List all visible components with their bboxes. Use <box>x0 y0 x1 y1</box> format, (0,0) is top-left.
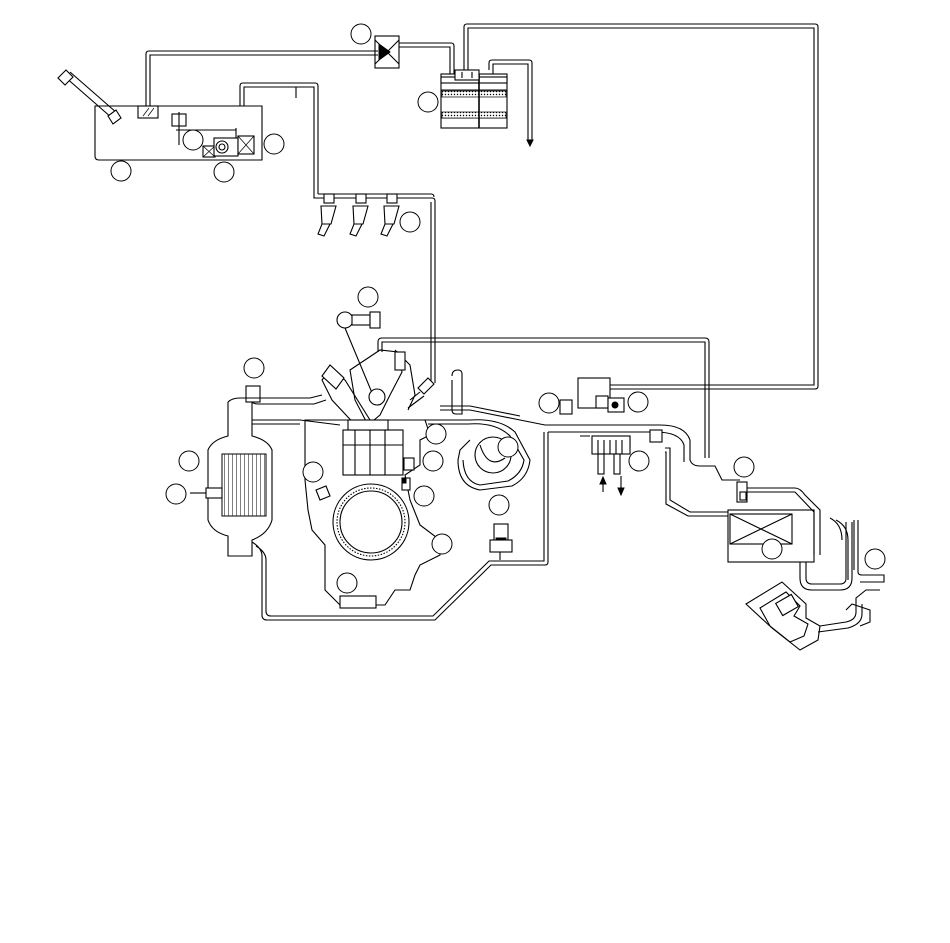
callout-05 <box>263 133 285 155</box>
callout-09 <box>243 357 265 379</box>
exhaust-line <box>665 447 730 517</box>
exhaust-pipes <box>745 517 885 651</box>
injector-2 <box>349 193 369 237</box>
callout-circle <box>733 456 755 478</box>
callout-circle <box>761 538 783 560</box>
air-cleaner <box>190 385 341 557</box>
callout-circle <box>417 91 439 113</box>
callout-circle <box>488 494 510 516</box>
callout-14 <box>422 450 444 472</box>
callout-circle <box>431 533 453 555</box>
callout-13 <box>425 423 447 445</box>
callout-circle <box>263 133 285 155</box>
callout-08 <box>357 286 379 308</box>
callout-circle <box>213 161 235 183</box>
fuel-tank <box>57 69 263 161</box>
idle-air-control-valve <box>489 523 513 560</box>
throttle-position-sensor <box>336 311 381 401</box>
callout-02 <box>417 91 439 113</box>
callout-circle <box>165 483 187 505</box>
callout-circle <box>497 436 519 458</box>
engine-block <box>304 419 441 609</box>
callout-03 <box>110 160 132 182</box>
callout-11 <box>165 483 187 505</box>
callout-21 <box>627 391 649 413</box>
charcoal-canister <box>440 59 534 148</box>
rollover-valve <box>137 105 159 119</box>
fuel-pump-assembly <box>171 112 255 158</box>
callout-15 <box>413 485 435 507</box>
callout-01 <box>350 23 372 45</box>
injector-3 <box>380 193 400 237</box>
callout-circle <box>422 450 444 472</box>
callout-circle <box>425 423 447 445</box>
callout-12 <box>302 461 324 483</box>
callout-circle <box>178 450 200 472</box>
callout-circle <box>627 391 649 413</box>
callout-07 <box>399 211 421 233</box>
callout-24 <box>761 538 783 560</box>
callout-16 <box>431 533 453 555</box>
callout-circle <box>110 160 132 182</box>
callout-04 <box>213 161 235 183</box>
egr-manifold <box>545 424 740 497</box>
callout-06 <box>182 129 204 151</box>
callout-circle <box>302 461 324 483</box>
callout-19 <box>497 436 519 458</box>
intake-manifold <box>321 349 435 431</box>
fuel-lines <box>145 23 819 390</box>
intake-resonator <box>424 369 546 491</box>
callout-17 <box>336 572 358 594</box>
callout-layer <box>110 23 886 594</box>
callout-circle <box>357 286 379 308</box>
callout-circle <box>350 23 372 45</box>
injector-1 <box>317 193 337 237</box>
callout-10 <box>178 450 200 472</box>
fuel-filler-neck <box>57 69 122 125</box>
callout-circle <box>538 392 560 414</box>
lower-vacuum-line <box>251 432 549 621</box>
callout-circle <box>413 485 435 507</box>
map-sensor-assembly <box>559 377 625 415</box>
vacuum-hose-upper <box>377 337 710 458</box>
callout-22 <box>628 450 650 472</box>
callout-circle <box>864 548 886 570</box>
callout-circle <box>336 572 358 594</box>
fuel-injectors <box>317 193 400 237</box>
canister-purge-valve <box>374 35 400 69</box>
callout-18 <box>488 494 510 516</box>
callout-circle <box>243 357 265 379</box>
callout-circle <box>399 211 421 233</box>
callout-circle <box>628 450 650 472</box>
callout-circle <box>182 129 204 151</box>
callout-23 <box>733 456 755 478</box>
callout-20 <box>538 392 560 414</box>
callout-25 <box>864 548 886 570</box>
